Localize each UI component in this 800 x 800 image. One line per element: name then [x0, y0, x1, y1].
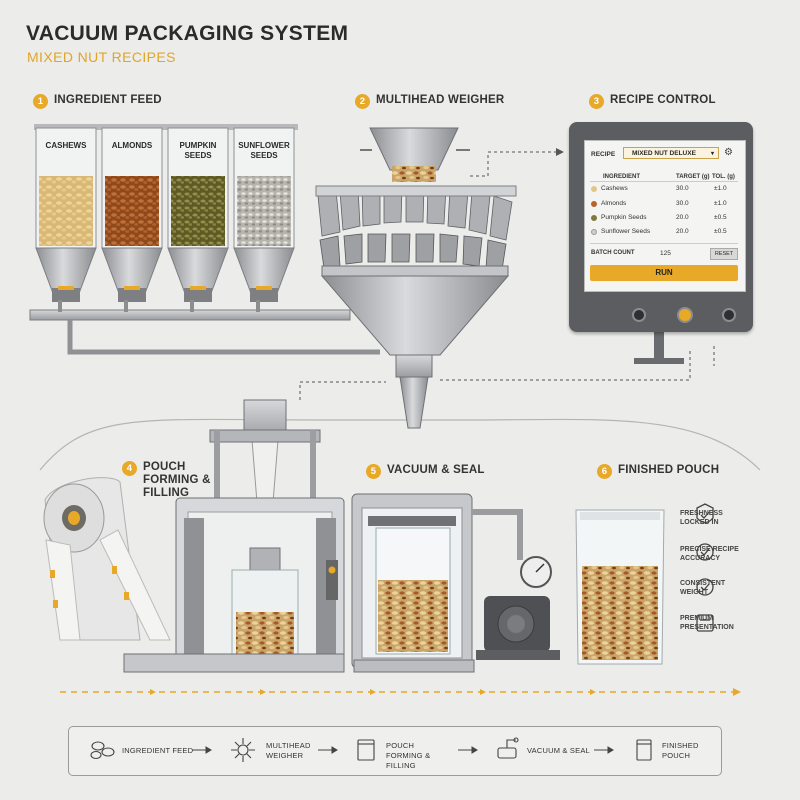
label-tag-icon	[696, 614, 714, 632]
table-divider	[590, 181, 738, 182]
row-cashews-name: Cashews	[601, 185, 628, 192]
flow-label-pouch-forming: POUCH FORMING & FILLING	[386, 741, 431, 770]
swatch-sunflower	[591, 229, 597, 235]
step-label: MULTIHEAD WEIGHER	[376, 94, 505, 106]
row-almonds-name: Almonds	[601, 200, 627, 207]
batch-count-value: 125	[660, 250, 671, 257]
step-badge: 6	[597, 464, 612, 479]
pouch-forming-machine	[123, 399, 345, 673]
recipe-select[interactable]: MIXED NUT DELUXE ▾	[623, 147, 719, 159]
hopper-label-sunflower: SUNFLOWER SEEDS	[238, 141, 290, 160]
multihead-weigher	[315, 127, 517, 429]
run-button[interactable]: RUN	[590, 265, 738, 281]
ingredient-hoppers	[29, 124, 380, 355]
page-title: VACUUM PACKAGING SYSTEM	[26, 22, 349, 45]
row-almonds-target: 30.0	[676, 200, 689, 207]
hopper-label-almonds: ALMONDS	[111, 141, 153, 150]
check-circle-icon-2	[696, 578, 714, 596]
control-stand	[654, 332, 664, 362]
step-label: POUCH FORMING & FILLING	[143, 461, 211, 499]
panel-knob-start[interactable]	[677, 307, 693, 323]
recipe-label: RECIPE	[591, 151, 616, 158]
step-2-heading: 2 MULTIHEAD WEIGHER	[355, 94, 504, 109]
step-badge: 2	[355, 94, 370, 109]
row-pumpkin-name: Pumpkin Seeds	[601, 214, 647, 221]
flow-label-vacuum-seal: VACUUM & SEAL	[527, 746, 590, 755]
step-label: RECIPE CONTROL	[610, 94, 716, 106]
panel-knob-left[interactable]	[632, 308, 646, 322]
benefit-accuracy: PRECISE RECIPE ACCURACY	[680, 546, 739, 562]
step-badge: 3	[589, 94, 604, 109]
step-label: FINISHED POUCH	[618, 464, 720, 476]
shield-check-icon	[696, 503, 714, 524]
step-4-heading: 4 POUCH FORMING & FILLING	[122, 461, 232, 500]
recipe-select-value: MIXED NUT DELUXE	[632, 150, 696, 157]
step-badge: 4	[122, 461, 137, 476]
gear-icon[interactable]: ⚙	[724, 147, 733, 158]
row-almonds-tol: ±1.0	[714, 200, 727, 207]
page-subtitle: MIXED NUT RECIPES	[27, 49, 176, 65]
signal-lines	[299, 151, 715, 400]
row-cashews-target: 30.0	[676, 185, 689, 192]
section-divider	[39, 418, 761, 471]
step-label: VACUUM & SEAL	[387, 464, 485, 476]
flow-label-multihead-weigher: MULTIHEAD WEIGHER	[266, 741, 311, 760]
chevron-down-icon: ▾	[710, 151, 714, 157]
batch-count-label: BATCH COUNT	[591, 250, 635, 256]
step-label: INGREDIENT FEED	[54, 94, 162, 106]
swatch-cashews	[591, 186, 597, 192]
step-badge: 1	[33, 94, 48, 109]
reset-button[interactable]: RESET	[710, 248, 738, 260]
flow-label-ingredient-feed: INGREDIENT FEED	[122, 746, 194, 755]
check-circle-icon	[696, 543, 714, 561]
step-6-heading: 6 FINISHED POUCH	[597, 464, 719, 479]
benefit-weight: CONSISTENT WEIGHT	[680, 580, 726, 596]
row-sunflower-tol: ±0.5	[714, 228, 727, 235]
benefit-freshness: FRESHNESS LOCKED IN	[680, 510, 723, 526]
row-sunflower-name: Sunflower Seeds	[601, 228, 651, 235]
step-3-heading: 3 RECIPE CONTROL	[589, 94, 716, 109]
hopper-label-pumpkin: PUMPKIN SEEDS	[179, 141, 217, 160]
column-ingredient: INGREDIENT	[603, 174, 641, 180]
swatch-pumpkin	[591, 215, 597, 221]
swatch-almonds	[591, 201, 597, 207]
film-roll	[43, 477, 171, 641]
row-sunflower-target: 20.0	[676, 228, 689, 235]
flow-label-finished-pouch: FINISHED POUCH	[662, 741, 699, 760]
panel-knob-right[interactable]	[722, 308, 736, 322]
row-pumpkin-target: 20.0	[676, 214, 689, 221]
row-pumpkin-tol: ±0.5	[714, 214, 727, 221]
table-divider-2	[590, 243, 738, 244]
vacuum-seal-chamber	[351, 493, 560, 673]
step-1-heading: 1 INGREDIENT FEED	[33, 94, 162, 109]
hopper-label-cashews: CASHEWS	[45, 141, 87, 150]
benefit-presentation: PREMIUM PRESENTATION	[680, 615, 734, 631]
step-5-heading: 5 VACUUM & SEAL	[366, 464, 485, 479]
column-tolerance: TOL. (g)	[712, 174, 735, 180]
row-cashews-tol: ±1.0	[714, 185, 727, 192]
step-badge: 5	[366, 464, 381, 479]
finished-pouch	[575, 509, 665, 665]
column-target: TARGET (g)	[676, 174, 710, 180]
